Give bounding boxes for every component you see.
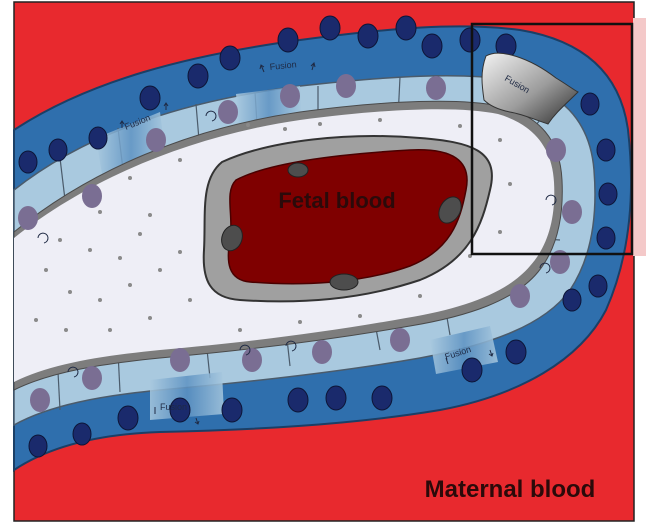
fetal-blood-label: Fetal blood <box>278 188 395 213</box>
svg-text:Fusion: Fusion <box>160 402 187 412</box>
maternal-blood-label: Maternal blood <box>425 476 596 503</box>
fusion-label-4: Fusion <box>160 402 187 412</box>
inset-panel-edge <box>633 18 646 256</box>
